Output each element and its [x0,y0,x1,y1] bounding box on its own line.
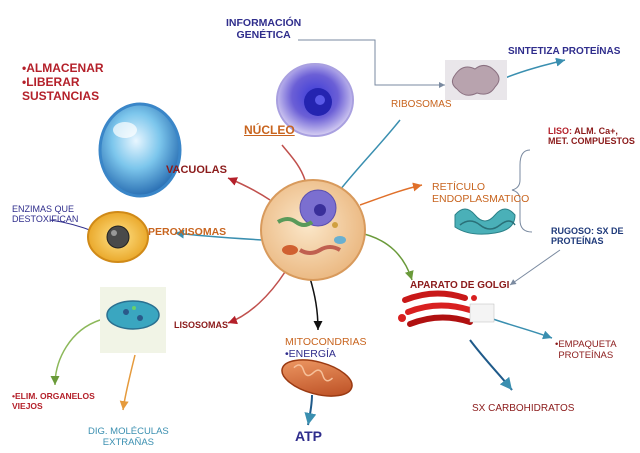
label-elim-organelos: •ELIM. ORGANELOS VIEJOS [12,391,95,412]
connector-cell-mitocondrias [309,277,323,331]
label-informacion-genetica: INFORMACIÓN GENÉTICA [226,17,301,41]
label-reticulo: RETÍCULO ENDOPLASMATICO [432,181,529,205]
connector-lisosomas-elim [50,319,101,386]
connector-cell-nucleo [281,144,306,181]
ribosome-illustration [445,60,507,100]
connector-cell-peroxisomas [174,229,263,241]
cell-illustration [260,179,366,281]
label-enzimas: ENZIMAS QUE DESTOXIFICAN [12,204,78,225]
label-atp: ATP [295,428,322,444]
elim-line-1: •ELIM. ORGANELOS [12,391,95,401]
label-empaqueta: •EMPAQUETA PROTEÍNAS [555,339,617,362]
label-lisosomas: LISOSOMAS [174,320,229,330]
rugoso-key: RUGOSO: [551,226,595,236]
dig-line-2: EXTRAÑAS [102,436,154,448]
rugoso-line-1: RUGOSO: SX DE [551,226,624,236]
liso-key: LISO: [548,126,572,136]
label-vacuolas: VACUOLAS [166,164,227,176]
reticulum-illustration [454,208,516,235]
almacenar-line: •ALMACENAR [22,61,104,75]
connector-cell-vacuolas [227,177,271,201]
connector-cell-ribosomas [339,119,401,191]
liso-desc-1: ALM. Ca+, [572,126,618,136]
label-aparato-golgi: APARATO DE GOLGI [410,280,510,291]
connector-lisosomas-dig [119,354,136,411]
label-liso: LISO: ALM. Ca+, MET. COMPUESTOS [548,126,635,147]
rugoso-desc-1: SX DE [594,226,624,236]
reticulo-line-2: ENDOPLASMATICO [432,193,530,206]
label-sx-carbohidratos: SX CARBOHIDRATOS [472,403,575,414]
enzimas-line-1: ENZIMAS QUE [12,204,75,214]
connector-golgi-sxcarbo [469,339,513,391]
label-nucleo: NÚCLEO [244,123,295,137]
liso-desc-2: MET. COMPUESTOS [548,136,635,147]
vacuole-illustration [98,102,182,198]
reticulo-brace [511,149,533,233]
rugoso-desc-2: PROTEÍNAS [551,236,604,247]
label-ribosomas: RIBOSOMAS [391,99,452,110]
enzimas-line-2: DESTOXIFICAN [12,214,79,225]
connector-ribosomas-sintetiza [504,57,566,79]
elim-line-2: VIEJOS [12,400,43,411]
liso-line-1: LISO: ALM. Ca+, [548,126,635,136]
energia-line: •ENERGÍA [285,348,336,361]
label-sintetiza-proteinas: SINTETIZA PROTEÍNAS [508,46,621,57]
dig-line-1: DIG. MOLÉCULAS [88,426,169,437]
peroxisome-illustration [87,211,149,263]
label-mitocondrias: MITOCONDRIAS •ENERGÍA [285,336,366,360]
informacion-line-1: INFORMACIÓN [226,17,302,29]
informacion-line-2: GENÉTICA [236,29,291,42]
connector-cell-reticulo [359,182,423,206]
empaqueta-line-1: •EMPAQUETA [555,339,617,350]
nucleus-illustration [276,63,354,137]
label-dig-moleculas: DIG. MOLÉCULAS EXTRAÑAS [88,426,169,449]
lysosome-illustration [100,287,166,353]
connector-rugoso-golgi [509,249,561,286]
connector-mito-atp [304,394,317,426]
golgi-illustration [398,290,495,327]
connector-golgi-empaqueta [489,317,553,340]
empaqueta-line-2: PROTEÍNAS [558,349,614,361]
sustancias-line: SUSTANCIAS [22,88,100,103]
mitochondria-illustration [281,359,353,397]
label-almacenar: •ALMACENAR •LIBERAR SUSTANCIAS [22,61,104,103]
label-rugoso: RUGOSO: SX DE PROTEÍNAS [551,226,624,247]
label-peroxisomas: PEROXISOMAS [148,226,227,238]
liberar-line: •LIBERAR [22,74,80,89]
connector-infogen-sintetiza [298,39,445,88]
mitocondrias-line: MITOCONDRIAS [285,336,367,348]
reticulo-line-1: RETÍCULO [432,181,486,193]
connector-cell-lisosomas [227,271,286,325]
